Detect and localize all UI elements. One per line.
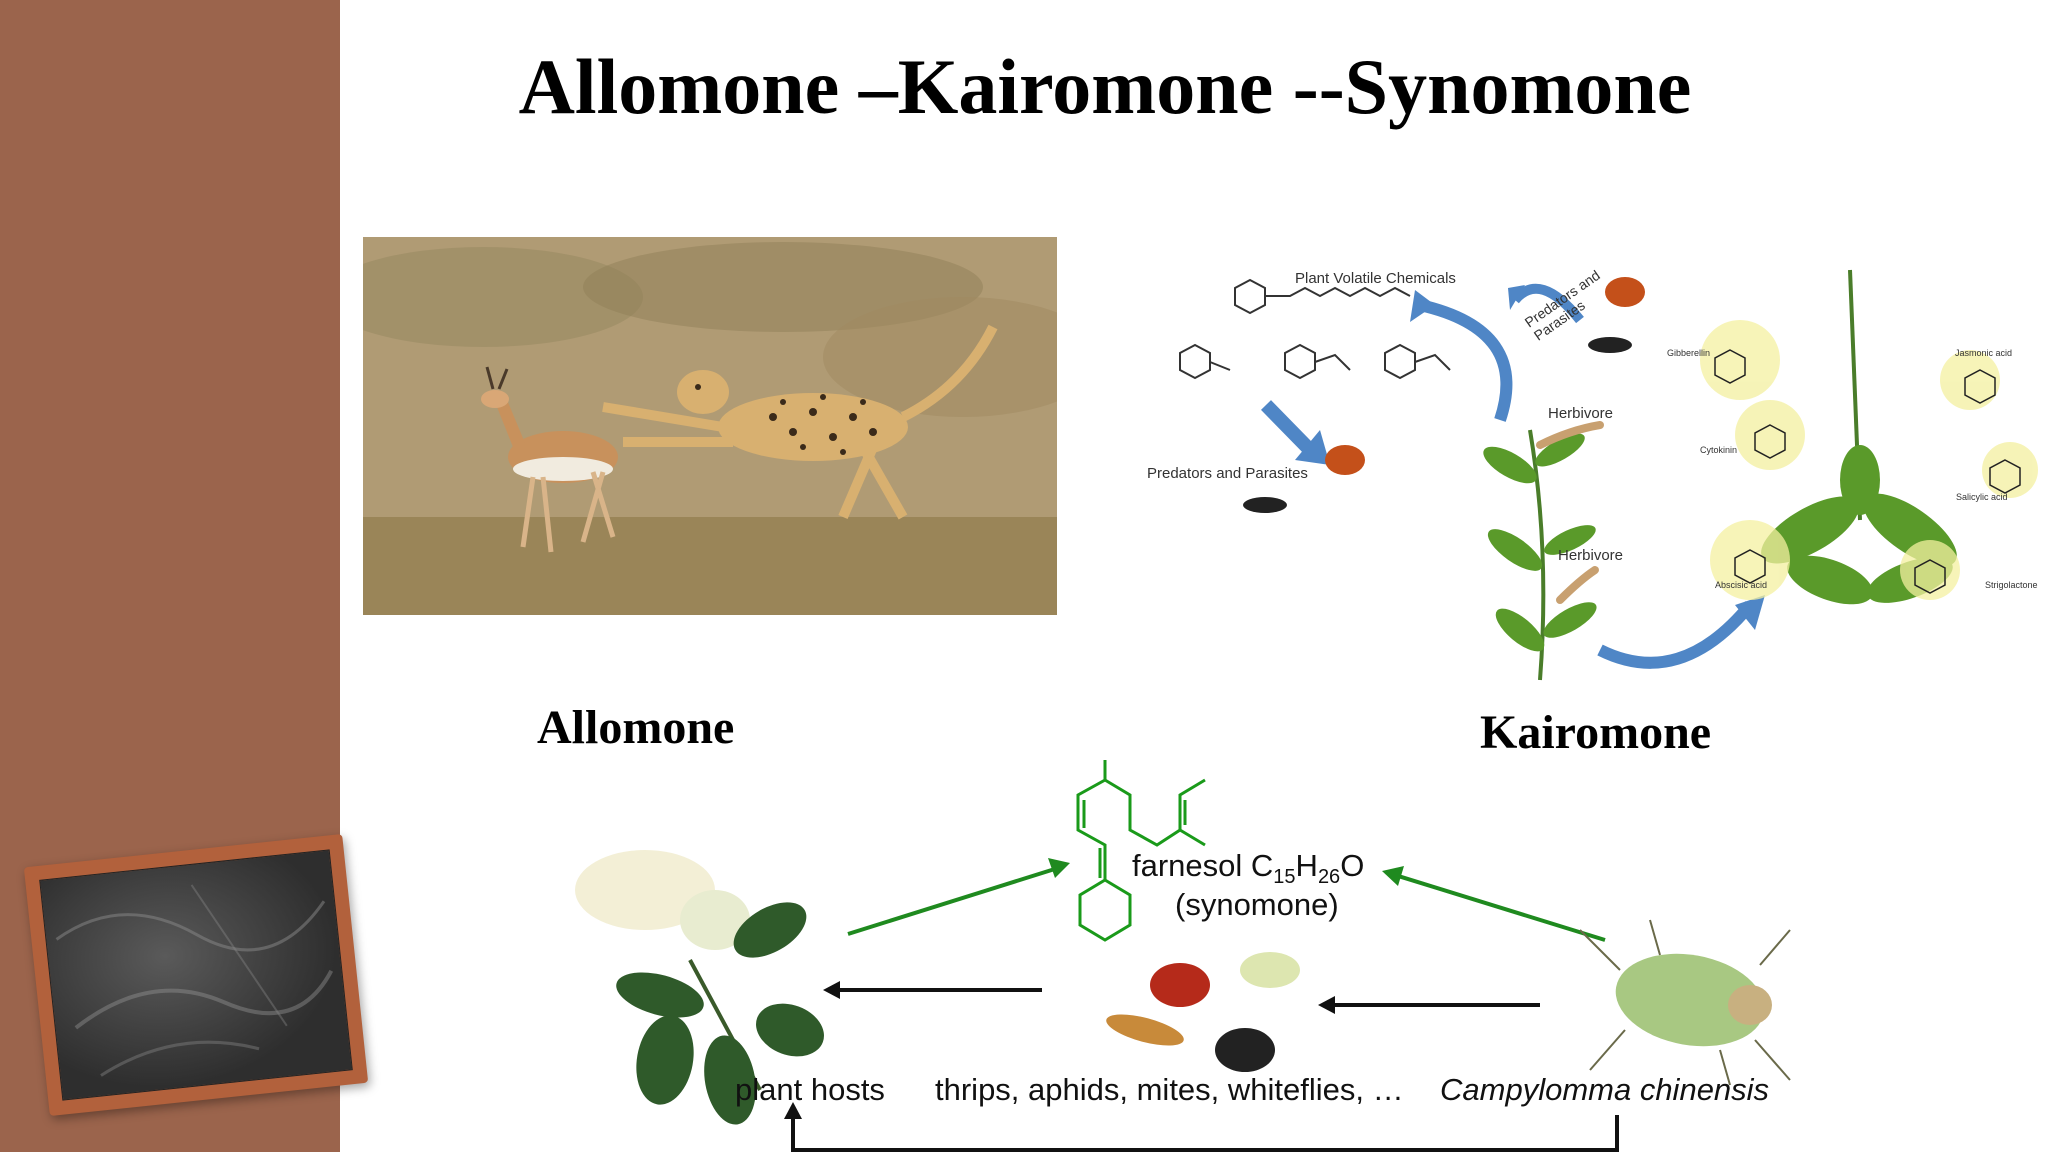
synomone-diagram: farnesol C15H26O (synomone) plant hosts … bbox=[540, 750, 1800, 1152]
predator-label: Campylomma chinensis bbox=[1440, 1072, 1770, 1107]
plant-host-drawing bbox=[575, 850, 824, 1125]
label-cytokinin: Cytokinin bbox=[1700, 445, 1738, 455]
label-strigolactone: Strigolactone bbox=[1985, 580, 2038, 590]
plant-hosts-label: plant hosts bbox=[735, 1072, 885, 1107]
label-gibberellin: Gibberellin bbox=[1667, 348, 1711, 358]
slide-title: Allomone –Kairomone --Synomone bbox=[518, 43, 1692, 130]
label-salicylic: Salicylic acid bbox=[1956, 492, 2008, 502]
label-herbivore-1: Herbivore bbox=[1548, 405, 1614, 422]
kairomone-caption: Kairomone bbox=[1480, 706, 1712, 759]
label-herbivore-2: Herbivore bbox=[1558, 547, 1624, 564]
farnesol-o: O bbox=[1340, 848, 1365, 883]
allomone-caption: Allomone bbox=[537, 701, 735, 754]
chalkboard-surface bbox=[39, 849, 353, 1101]
farnesol-sub-26: 26 bbox=[1317, 866, 1341, 889]
farnesol-text: farnesol C bbox=[1132, 848, 1274, 883]
kairomone-diagram: Plant Volatile Chemicals Predators and P… bbox=[1130, 250, 2048, 690]
label-jasmonic: Jasmonic acid bbox=[1955, 348, 2013, 358]
farnesol-h: H bbox=[1295, 848, 1318, 883]
chalkboard-image bbox=[23, 833, 369, 1117]
gazelle bbox=[481, 366, 618, 553]
farnesol-sub-15: 15 bbox=[1273, 866, 1296, 889]
farnesol-label: farnesol C15H26O bbox=[1132, 848, 1364, 889]
farnesol-molecule bbox=[1076, 760, 1206, 942]
label-predators-left: Predators and Parasites bbox=[1147, 465, 1308, 482]
prey-label: thrips, aphids, mites, whiteflies, … bbox=[935, 1072, 1404, 1107]
label-plant-volatile: Plant Volatile Chemicals bbox=[1295, 270, 1456, 287]
synomone-label: (synomone) bbox=[1175, 887, 1339, 922]
prey-insects bbox=[1106, 952, 1300, 1072]
cheetah-gazelle-photo bbox=[363, 237, 1057, 615]
label-abscisic: Abscisic acid bbox=[1715, 580, 1768, 590]
volatile-molecules bbox=[1179, 278, 1451, 380]
campylomma-drawing bbox=[1579, 919, 1791, 1086]
cheetah bbox=[602, 324, 998, 520]
